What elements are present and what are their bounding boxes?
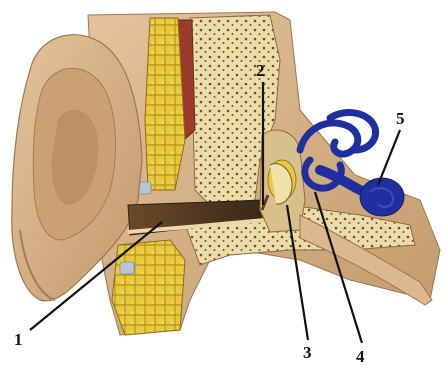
- label-3: 3: [303, 343, 312, 362]
- label-5: 5: [396, 109, 405, 128]
- label-4: 4: [356, 347, 365, 366]
- label-1: 1: [14, 330, 23, 349]
- leader-line-5: [378, 130, 400, 185]
- label-2: 2: [256, 61, 265, 80]
